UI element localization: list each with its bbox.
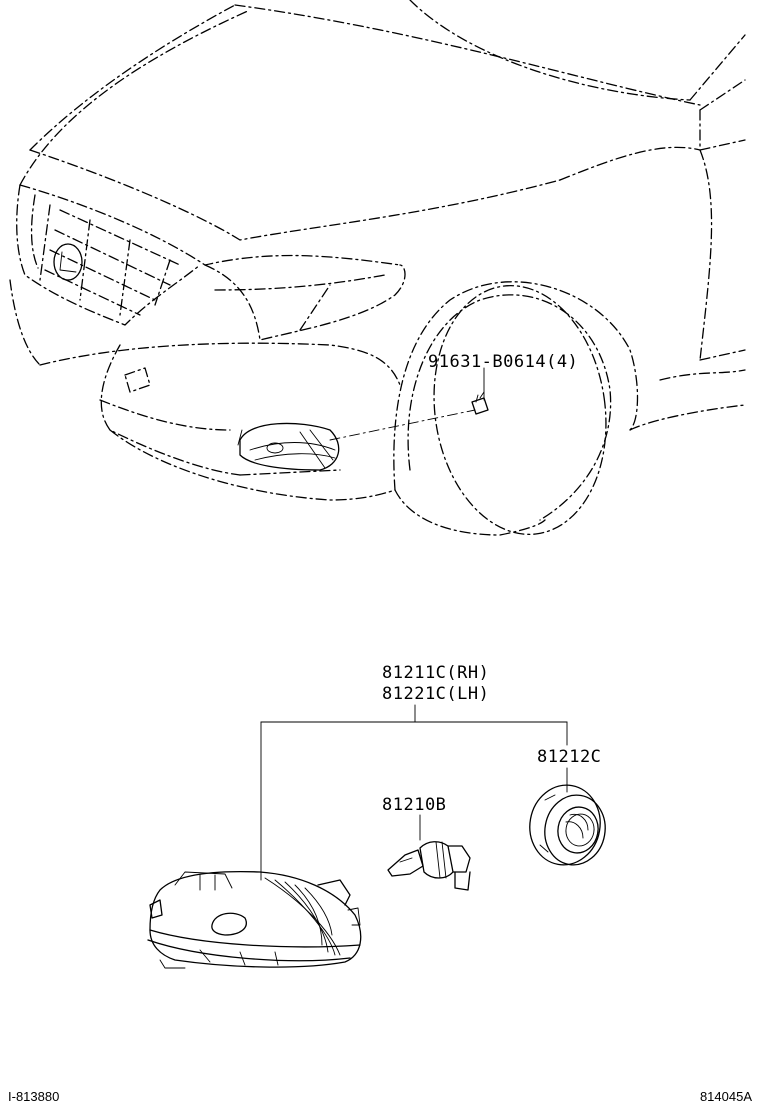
callout-leader-lines [260,704,568,881]
part-number-bulb[interactable]: 81210B [382,795,447,815]
vehicle-outline [9,0,746,536]
fog-lamp-assembly [147,870,362,969]
part-number-fog-lamp-rh[interactable]: 81211C(RH) [382,663,490,683]
figure-code-left: I-813880 [8,1089,60,1104]
socket-cover-81212c [529,784,606,866]
bulb-81210b [387,841,471,891]
part-number-bolt[interactable]: 91631-B0614(4) [428,352,579,372]
figure-code-right: 814045A [699,1089,752,1104]
part-number-socket-cover[interactable]: 81212C [537,747,602,767]
part-number-fog-lamp-lh[interactable]: 81221C(LH) [382,684,490,704]
